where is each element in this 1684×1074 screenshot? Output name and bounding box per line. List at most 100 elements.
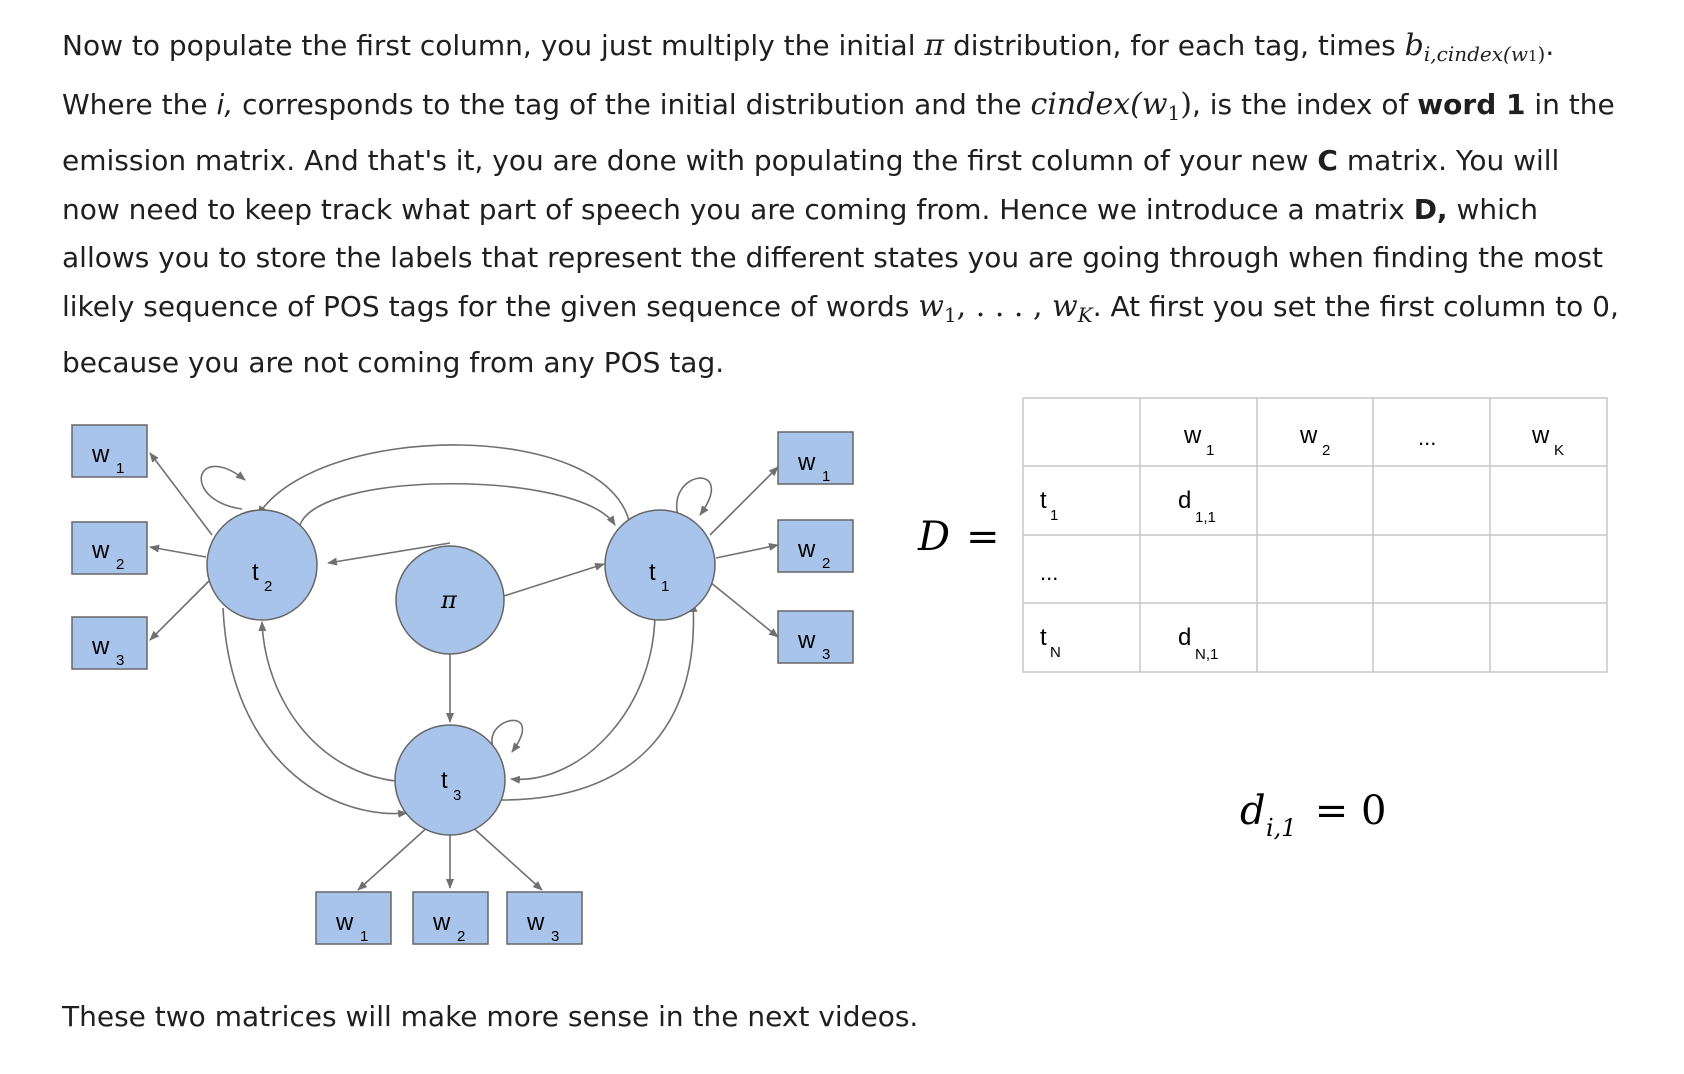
pi-label: π — [440, 586, 458, 614]
emit-t1-w1 — [709, 466, 779, 536]
matrix-d-bold: D, — [1413, 192, 1448, 226]
word-label: w — [526, 909, 545, 936]
text-segment: . Where the — [62, 29, 1555, 121]
self-loop-t1 — [676, 477, 713, 523]
emit-t2-w1 — [149, 452, 213, 536]
node-label: t — [441, 767, 448, 794]
text-segment: which allows you to store the labels tha… — [62, 192, 1603, 323]
word-subscript: 3 — [822, 646, 830, 663]
edge-t3-to-t2 — [258, 621, 411, 783]
node-label: t — [252, 559, 259, 586]
col-header-subscript: K — [1554, 442, 1564, 459]
matrix-d-symbol: D — [917, 514, 950, 560]
col-header-subscript: 1 — [1206, 442, 1214, 459]
word-seq-end: w — [1052, 288, 1078, 324]
text-segment: in the emission matrix. And that's it, y… — [62, 87, 1615, 178]
word-label: w — [797, 536, 816, 563]
i-index: i, — [216, 87, 234, 121]
row-header-label: t — [1040, 487, 1047, 514]
word-subscript: 1 — [116, 460, 124, 477]
word-seq-start-sub: 1 — [943, 302, 957, 327]
word-box-left-3: w 3 — [71, 616, 148, 670]
matrix-c-bold: C — [1317, 144, 1338, 177]
node-subscript: 2 — [264, 578, 272, 595]
subscript-part: 1 — [1527, 47, 1538, 65]
col-header-label: w — [1531, 422, 1550, 449]
emit-t2-w3 — [149, 579, 211, 641]
matrix-col-header-w1: w 1 — [1183, 422, 1214, 459]
hmm-edges — [149, 444, 779, 891]
word-seq-end-sub: K — [1077, 302, 1093, 327]
word-box-left-2: w 2 — [71, 521, 148, 575]
edge-t1-to-t3 — [510, 611, 656, 784]
word-subscript: 2 — [457, 928, 465, 945]
cindex-args: (w — [1130, 86, 1168, 122]
node-subscript: 1 — [661, 578, 669, 595]
cell-label: d — [1178, 624, 1191, 651]
word-box-bottom-1: w 1 — [315, 891, 392, 945]
matrix-row-header-t1: t 1 — [1040, 487, 1058, 524]
emit-t3-w3 — [469, 824, 543, 891]
matrix-d-label: D = — [917, 514, 1000, 560]
row-header-label: t — [1040, 624, 1047, 651]
col-header-label: ... — [1418, 425, 1436, 450]
matrix-col-header-ellipsis: ... — [1418, 425, 1436, 450]
col-header-label: w — [1299, 422, 1318, 449]
word-box-left-1: w 1 — [71, 424, 148, 478]
word-seq-dots: , . . . , — [956, 288, 1053, 324]
edge-t3-to-t1 — [500, 602, 698, 801]
cindex-subscript: 1 — [1167, 100, 1181, 125]
formula-d-i1-zero: d i,1 = 0 — [1240, 788, 1386, 842]
cindex-close: ) — [1180, 86, 1192, 122]
subscript-part: i,cindex( — [1423, 42, 1511, 66]
word-label: w — [797, 449, 816, 476]
equals-sign: = — [966, 514, 1000, 560]
edge-pi-to-t1 — [503, 562, 605, 597]
cindex-function: cindex — [1030, 86, 1131, 122]
edge-t2-to-t1 — [299, 482, 616, 526]
formula-symbol: d — [1240, 788, 1266, 834]
word-subscript: 2 — [116, 556, 124, 573]
word-box-right-1: w 1 — [777, 431, 854, 485]
edge-pi-to-t2 — [327, 542, 451, 566]
word-label: w — [91, 537, 110, 564]
text-segment: . At first you set the first column to 0… — [62, 289, 1619, 380]
matrix-row-header-ellipsis: ... — [1040, 560, 1058, 585]
node-t1: t 1 — [604, 509, 716, 621]
self-loop-t2 — [200, 465, 246, 510]
node-label: t — [649, 559, 656, 586]
matrix-col-header-wk: w K — [1531, 422, 1564, 459]
text-segment: Now to populate the first column, you ju… — [62, 29, 925, 62]
col-header-subscript: 2 — [1322, 442, 1330, 459]
text-segment: distribution, for each tag, times — [944, 29, 1405, 62]
explanation-paragraph: Now to populate the first column, you ju… — [62, 22, 1622, 388]
formula-equals-zero: = 0 — [1302, 788, 1386, 834]
word-subscript: 2 — [822, 555, 830, 572]
word-subscript: 3 — [551, 928, 559, 945]
node-t2: t 2 — [206, 509, 318, 621]
row-header-label: ... — [1040, 560, 1058, 585]
emit-t2-w2 — [149, 544, 207, 558]
emission-symbol: b — [1404, 28, 1424, 63]
matrix-col-header-w2: w 2 — [1299, 422, 1330, 459]
row-header-subscript: N — [1050, 644, 1061, 661]
emit-t3-w1 — [357, 824, 431, 891]
formula-subscript: i,1 — [1266, 814, 1297, 842]
word-subscript: 3 — [116, 652, 124, 669]
footer-note: These two matrices will make more sense … — [62, 1000, 919, 1033]
word-label: w — [432, 909, 451, 936]
word-label: w — [335, 909, 354, 936]
matrix-cell-d-n-1: d N,1 — [1178, 624, 1218, 663]
cell-subscript: N,1 — [1195, 646, 1218, 663]
subscript-part: ) — [1537, 42, 1546, 66]
node-subscript: 3 — [453, 787, 461, 804]
word-1-bold: word 1 — [1417, 87, 1526, 121]
node-pi: π — [395, 545, 505, 655]
word-subscript: 1 — [360, 928, 368, 945]
emit-t1-w3 — [709, 581, 779, 638]
row-header-subscript: 1 — [1050, 507, 1058, 524]
matrix-cell-d-1-1: d 1,1 — [1178, 487, 1216, 526]
subscript-part: w — [1510, 42, 1528, 66]
word-label: w — [797, 627, 816, 654]
